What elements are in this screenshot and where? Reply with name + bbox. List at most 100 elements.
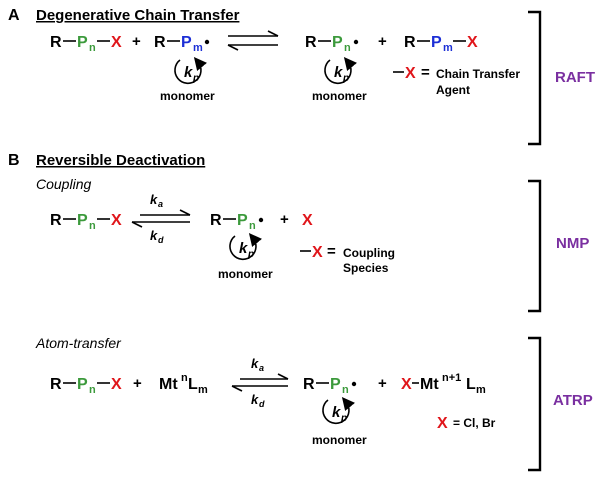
monomer-label: monomer [160,89,215,103]
r-label: R [50,376,62,393]
equilibrium-arrow-a [227,30,279,51]
mt-superscript: n [181,372,188,384]
a-reactant-radical: R P m [154,34,210,54]
coupling-reactant: R P n X [50,212,122,232]
n-subscript: n [89,220,96,232]
plus-sign: + [280,211,289,228]
r-label: R [210,212,222,229]
p-label: P [181,34,192,51]
kp-k: k [239,240,248,257]
bracket-atrp [528,336,542,472]
coupling-x: X [302,212,313,229]
metal-complex-high: X Mt n+1 L m [401,372,486,396]
a-product-radical: R P n [305,34,359,54]
radical-dot [353,39,359,45]
radical-dot [258,217,264,223]
monomer-label: monomer [312,433,367,447]
ka-k: k [150,192,158,207]
method-nmp: NMP [556,235,589,252]
r-label: R [50,212,62,229]
mt-label: Mt [420,376,439,393]
kp-sub: p [342,73,349,84]
coupling-definition: X = Coupling Species [300,243,395,275]
ka-sub: a [158,199,163,209]
kp-sub: p [340,413,347,424]
l-label: L [466,376,476,393]
radical-dot [204,39,210,45]
kp-sub: p [247,249,254,260]
monomer-label: monomer [218,267,273,281]
cta-text-line1: Chain Transfer [436,67,520,81]
x-label: X [312,244,323,261]
l-subscript: m [476,384,486,396]
p-label: P [237,212,248,229]
r-label: R [303,376,315,393]
ka-sub: a [259,363,264,373]
p-label: P [77,212,88,229]
section-a-letter: A [8,7,20,24]
p-label: P [330,376,341,393]
kp-k: k [332,404,341,421]
mt-label: Mt [159,376,178,393]
x-label: X [401,376,412,393]
atrp-radical: R P n [303,376,357,396]
atrp-reactant: R P n X [50,376,122,396]
plus-sign: + [378,375,387,392]
kp-k: k [184,64,193,81]
x-label: X [405,65,416,82]
mt-superscript: n+1 [442,372,461,384]
coupling-radical: R P n [210,212,264,232]
kp-k: k [334,64,343,81]
coupling-heading: Coupling [36,176,91,192]
method-atrp: ATRP [553,392,593,409]
coupling-text-line2: Species [343,261,389,275]
halogen-definition: X = Cl, Br [437,415,496,432]
equals-sign: = [327,243,336,260]
n-subscript: n [249,220,256,232]
m-subscript: m [443,42,453,54]
x-label: X [467,34,478,51]
bracket-nmp [528,179,542,313]
equals-sign: = [421,64,430,81]
section-b-letter: B [8,152,20,169]
n-subscript: n [89,384,96,396]
n-subscript: n [344,42,351,54]
cta-text-line2: Agent [436,83,470,97]
coupling-text-line1: Coupling [343,246,395,260]
equilibrium-arrow-atrp: k a k d [231,356,289,409]
p-label: P [77,376,88,393]
metal-complex-low: Mt n L m [159,372,208,396]
bracket-raft [528,10,542,146]
kp-loop-a1: k p monomer [160,57,215,103]
a-reactant-dormant: R P n X [50,34,122,54]
plus-sign: + [133,375,142,392]
l-label: L [188,376,198,393]
a-product-dormant: R P m X [404,34,478,54]
radical-dot [351,381,357,387]
monomer-label: monomer [312,89,367,103]
r-label: R [305,34,317,51]
r-label: R [50,34,62,51]
p-label: P [431,34,442,51]
kp-sub: p [192,73,199,84]
kd-sub: d [259,399,265,409]
l-subscript: m [198,384,208,396]
kp-loop-a2: k p monomer [312,57,367,103]
plus-sign: + [378,33,387,50]
kp-loop-atrp: k p monomer [312,397,367,447]
kd-sub: d [158,235,164,245]
kd-k: k [251,392,259,407]
method-raft: RAFT [555,69,595,86]
x-label: X [111,212,122,229]
section-b-title: Reversible Deactivation [36,152,205,169]
r-label: R [154,34,166,51]
halogen-text: = Cl, Br [453,416,496,430]
section-a-title: Degenerative Chain Transfer [36,7,240,24]
ka-k: k [251,356,259,371]
n-subscript: n [89,42,96,54]
equilibrium-arrow-coupling: k a k d [131,192,191,245]
x-label: X [111,34,122,51]
x-label: X [437,415,448,432]
